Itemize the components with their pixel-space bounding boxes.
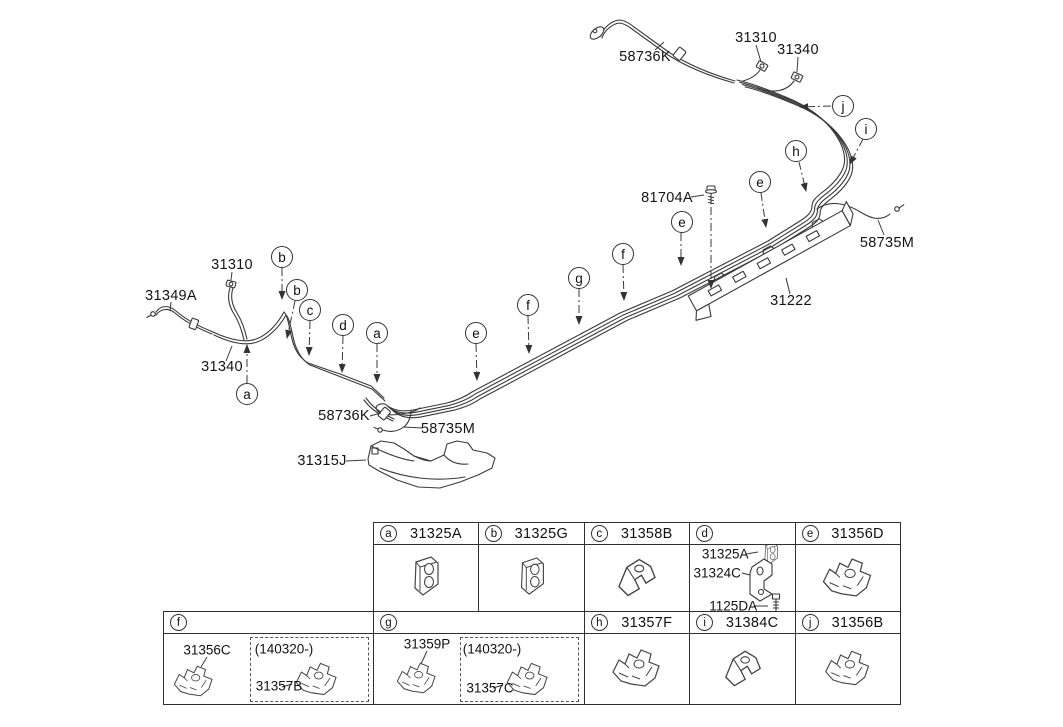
- cell-header: f: [164, 612, 374, 634]
- bracket-assembly-art: [742, 545, 781, 612]
- parts-cell-g[interactable]: g 31359P (140320-) 31357C: [373, 611, 586, 705]
- part-number: 31358B: [620, 525, 673, 542]
- ref-marker-e-8: e: [465, 322, 487, 344]
- clip-art: [173, 656, 337, 697]
- ref-letter: c: [590, 525, 608, 542]
- ref-letter: g: [380, 614, 397, 631]
- hose-31349A: [146, 306, 214, 335]
- sub-part-label[interactable]: 31325A: [701, 546, 749, 562]
- part-label-58735M-lower[interactable]: 58735M: [420, 421, 476, 437]
- ref-marker-e-3: e: [749, 171, 771, 193]
- variant-note: (140320-): [254, 641, 314, 657]
- ref-letter: d: [696, 525, 714, 542]
- ref-letter: j: [801, 614, 819, 631]
- ref-marker-a-13: a: [366, 322, 388, 344]
- part-number: 31325A: [410, 525, 462, 542]
- parts-cell-a[interactable]: a 31325A: [373, 522, 480, 613]
- ref-letter: f: [170, 614, 187, 631]
- hose-31340-top: [757, 71, 804, 92]
- part-label-31340-left[interactable]: 31340: [201, 359, 243, 375]
- part-label-81704A[interactable]: 81704A: [641, 190, 693, 206]
- variant-note: (140320-): [462, 641, 522, 657]
- parts-cell-i[interactable]: i 31384C: [689, 611, 797, 705]
- ref-marker-a-14: a: [236, 383, 258, 405]
- ref-marker-j-0: j: [832, 95, 854, 117]
- part-number: 31325G: [514, 525, 569, 542]
- clip-art: [396, 650, 548, 696]
- main-part-label[interactable]: 31356C: [183, 642, 231, 658]
- parts-cell-c[interactable]: c 31358B: [583, 522, 691, 613]
- multi-clip-icon: [612, 649, 660, 687]
- cell-header: g: [374, 612, 585, 634]
- part-label-31310-top[interactable]: 31310: [735, 30, 777, 46]
- ref-marker-f-5: f: [612, 243, 634, 265]
- marker-leaders: [243, 103, 864, 383]
- parts-cell-b[interactable]: b 31325G: [478, 522, 586, 613]
- ref-marker-c-11: c: [299, 299, 321, 321]
- parts-cell-d[interactable]: d 31325A 313: [689, 522, 797, 614]
- pipe-31310-left: [225, 279, 248, 341]
- shield-31315J: [367, 440, 496, 489]
- multi-clip-icon: [825, 650, 870, 686]
- ref-letter: h: [590, 614, 608, 631]
- cell-header: e 31356D: [795, 523, 901, 545]
- variant-box: [460, 637, 579, 702]
- part-number: 31356D: [831, 525, 884, 542]
- ref-marker-e-4: e: [671, 211, 693, 233]
- part-label-31222[interactable]: 31222: [770, 293, 812, 309]
- ref-marker-g-6: g: [568, 267, 590, 289]
- hose-31310-top: [742, 60, 769, 82]
- variant-part-label[interactable]: 31357B: [255, 678, 303, 694]
- part-label-31349A[interactable]: 31349A: [145, 288, 197, 304]
- cell-header: a 31325A: [374, 523, 479, 545]
- sub-part-label[interactable]: 1125DA: [709, 598, 758, 614]
- cell-header: h 31357F: [584, 612, 690, 634]
- clip-icon: [724, 650, 761, 687]
- part-number: 31384C: [725, 614, 779, 631]
- parts-cell-j[interactable]: j 31356B: [794, 611, 902, 705]
- bolt-81704A: [704, 185, 718, 289]
- clamp-icon: [414, 556, 440, 596]
- ref-marker-h-2: h: [785, 140, 807, 162]
- cell-header: d: [690, 523, 796, 545]
- cell-header: j 31356B: [795, 612, 901, 634]
- part-label-58736K-lower[interactable]: 58736K: [318, 408, 370, 424]
- part-number: 31357F: [621, 614, 673, 631]
- variant-part-label[interactable]: 31357C: [466, 680, 514, 696]
- ref-marker-b-9: b: [271, 246, 293, 268]
- parts-cell-h[interactable]: h 31357F: [583, 611, 691, 705]
- ref-letter: b: [485, 525, 503, 542]
- ref-letter: i: [696, 614, 714, 631]
- cell-header: b 31325G: [479, 523, 585, 545]
- part-label-58736K-top[interactable]: 58736K: [619, 49, 671, 65]
- ref-letter: a: [380, 525, 397, 542]
- part-label-58735M-right[interactable]: 58735M: [859, 235, 915, 251]
- parts-cell-f[interactable]: f 31356C (140320-) 31357B: [163, 611, 375, 705]
- main-part-label[interactable]: 31359P: [403, 636, 451, 652]
- ref-marker-d-12: d: [332, 314, 354, 336]
- tube-58735M-lower: [373, 410, 412, 433]
- cell-header: c 31358B: [584, 523, 690, 545]
- ref-marker-b-10: b: [286, 279, 308, 301]
- part-label-31310-left[interactable]: 31310: [211, 257, 253, 273]
- part-label-31315J[interactable]: 31315J: [297, 453, 347, 469]
- ref-marker-i-1: i: [855, 118, 877, 140]
- tube-58735M-right: [816, 202, 905, 219]
- ref-marker-f-7: f: [517, 294, 539, 316]
- clamp-icon: [520, 557, 544, 595]
- part-label-31340-top[interactable]: 31340: [777, 42, 819, 58]
- variant-box: [250, 637, 369, 702]
- clip-icon: [618, 559, 656, 597]
- ref-letter: e: [801, 525, 819, 542]
- parts-cell-e[interactable]: e 31356D: [794, 522, 902, 613]
- cell-header: i 31384C: [690, 612, 796, 634]
- multi-clip-icon: [822, 558, 872, 597]
- sub-part-label[interactable]: 31324C: [693, 565, 741, 581]
- part-number: 31356B: [831, 614, 884, 631]
